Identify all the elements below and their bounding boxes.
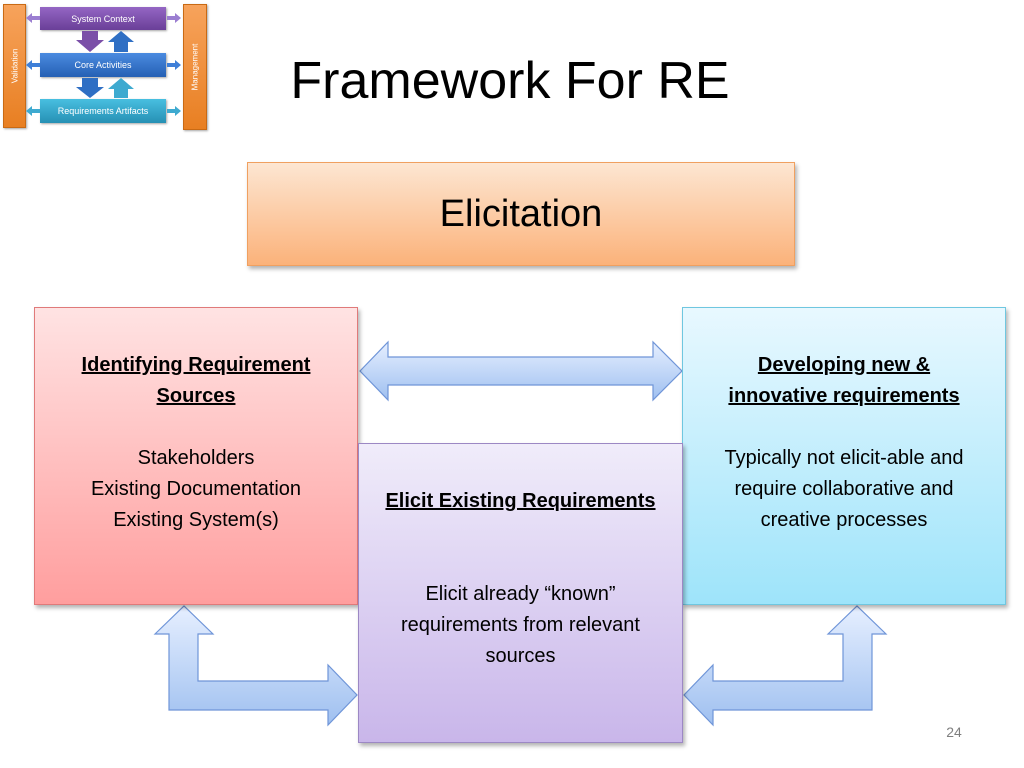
developing-text-line: require collaborative and [734, 478, 954, 500]
thumbnail-arrows [26, 13, 181, 116]
slide-title: Framework For RE [290, 52, 730, 110]
double-arrow-top [359, 340, 683, 402]
source-item: Stakeholders [137, 447, 255, 469]
developing-new-heading-2: innovative requirements [728, 385, 960, 407]
elicit-existing-line: sources [485, 645, 556, 667]
management-bar: Management [183, 4, 207, 130]
thumb-side-arrow-right-3 [167, 106, 181, 116]
thumb-down-arrow-1 [76, 31, 104, 52]
thumb-side-arrow-left-1 [26, 13, 40, 23]
bent-arrow-right [683, 605, 888, 727]
source-item: Existing System(s) [113, 509, 279, 531]
thumb-down-arrow-2 [76, 78, 104, 98]
identifying-sources-heading-2: Sources [156, 385, 236, 407]
elicit-existing-line: Elicit already “known” [425, 583, 616, 605]
framework-thumbnail: Validation Management System Context Cor… [0, 0, 215, 135]
thumb-side-arrow-right-2 [167, 60, 181, 70]
elicit-existing-line: requirements from relevant [401, 614, 640, 636]
core-activities-box: Core Activities [40, 53, 166, 77]
thumb-side-arrow-left-3 [26, 106, 40, 116]
source-item: Existing Documentation [90, 478, 302, 500]
elicitation-box: Elicitation [247, 162, 795, 266]
developing-new-heading-1: Developing new & [757, 354, 931, 376]
requirements-artifacts-box: Requirements Artifacts [40, 99, 166, 123]
system-context-box: System Context [40, 7, 166, 30]
thumb-side-arrow-right-1 [167, 13, 181, 23]
thumb-up-arrow-1 [108, 31, 134, 52]
elicit-existing-box: Elicit Existing Requirements Elicit alre… [358, 443, 683, 743]
developing-text-line: Typically not elicit-able and [724, 447, 964, 469]
thumb-side-arrow-left-2 [26, 60, 40, 70]
page-number: 24 [946, 724, 962, 740]
thumb-up-arrow-2 [108, 78, 134, 98]
developing-new-box: Developing new & innovative requirements… [682, 307, 1006, 605]
identifying-sources-heading-1: Identifying Requirement [81, 354, 311, 376]
elicitation-label: Elicitation [439, 193, 603, 235]
validation-bar: Validation [3, 4, 26, 128]
identifying-sources-box: Identifying Requirement Sources Stakehol… [34, 307, 358, 605]
bent-arrow-left [153, 605, 358, 727]
elicit-existing-heading: Elicit Existing Requirements [385, 490, 656, 512]
developing-text-line: creative processes [760, 509, 928, 531]
